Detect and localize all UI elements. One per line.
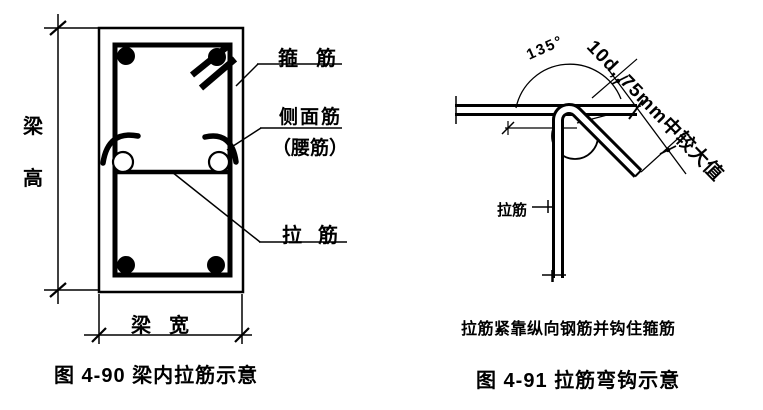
figure-caption-left: 图 4-90 梁内拉筋示意 — [54, 365, 259, 387]
beam-outline — [97, 26, 245, 294]
side-bar-circle — [111, 150, 135, 174]
side-bar-leader — [226, 127, 342, 151]
dim-tick — [91, 327, 107, 343]
beam-section-diagram — [44, 14, 347, 344]
angle-arc — [515, 63, 622, 109]
stirrup-hook-slash — [198, 56, 238, 91]
figure-caption-right: 图 4-91 拉筋弯钩示意 — [476, 370, 681, 392]
figure-note: 拉筋紧靠纵向钢筋并钩住箍筋 — [461, 321, 676, 338]
corner-rebar-dot — [117, 47, 135, 65]
hook-extension-dimension — [591, 58, 687, 175]
tie-bar-hook-core — [554, 105, 641, 278]
side-bar-circle — [207, 150, 231, 174]
beam-height-label: 梁高 — [23, 116, 43, 190]
corner-rebar-dot — [117, 256, 135, 274]
tie-bar-label-right: 拉筋 — [497, 202, 528, 219]
dim-dot — [615, 78, 621, 84]
stirrup-hook-slash — [189, 43, 231, 78]
tie-bar-leader — [171, 171, 347, 243]
dim-tick — [49, 282, 67, 298]
tie-bar-label: 拉筋 — [282, 225, 354, 247]
beam-width-label: 梁宽 — [131, 315, 207, 337]
dim-tick — [234, 327, 250, 343]
dim-tick — [611, 75, 629, 85]
dim-dot — [665, 147, 671, 153]
width-dimension — [84, 294, 252, 344]
tie-hook-arc — [202, 133, 239, 165]
side-bar-alt-label: （腰筋） — [272, 138, 349, 159]
hook-detail-diagram — [455, 58, 687, 282]
corner-rebar-dot — [207, 256, 225, 274]
side-bar-label: 侧面筋 — [279, 107, 343, 128]
dim-tick — [49, 20, 67, 36]
stirrup-leader — [235, 63, 342, 87]
bar-end-tick — [628, 99, 644, 120]
tie-bar-leader-right — [532, 200, 552, 213]
hook-tip-cap — [634, 169, 642, 178]
tie-hook-arc — [100, 132, 141, 166]
height-dimension — [44, 14, 99, 304]
stirrup-label: 箍筋 — [278, 48, 354, 70]
